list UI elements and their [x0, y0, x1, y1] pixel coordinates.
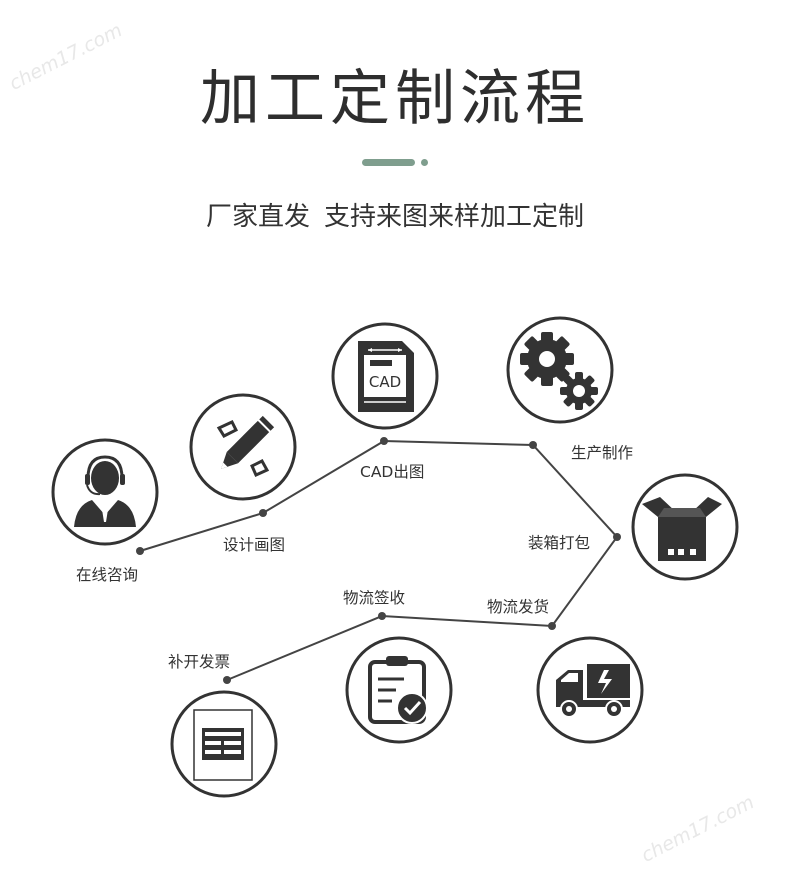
- node-cad: [380, 437, 388, 445]
- gears-icon: [506, 316, 614, 424]
- customer-service-icon: [51, 438, 159, 546]
- node-invoice: [223, 676, 231, 684]
- flow-nodes: [136, 437, 621, 684]
- node-production: [529, 441, 537, 449]
- clipboard-check-icon: [345, 636, 453, 744]
- step-label-invoice: 补开发票: [168, 653, 231, 671]
- step-label-design: 设计画图: [223, 536, 286, 554]
- step-label-consult: 在线咨询: [76, 566, 139, 584]
- step-label-receipt: 物流签收: [343, 589, 406, 607]
- step-label-cad: CAD出图: [360, 463, 425, 481]
- page-title: 加工定制流程: [200, 64, 590, 134]
- box-icon: [631, 473, 739, 581]
- node-consult: [136, 547, 144, 555]
- node-shipping: [548, 622, 556, 630]
- node-packing: [613, 533, 621, 541]
- subtitle-custom: 支持来图来样加工定制: [324, 202, 585, 232]
- node-receipt: [378, 612, 386, 620]
- step-label-packing: 装箱打包: [528, 534, 591, 552]
- invoice-icon: [170, 690, 278, 798]
- flow-connector-line: [139, 439, 619, 681]
- page-subtitle: 厂家直发支持来图来样加工定制: [0, 196, 790, 233]
- subtitle-factory-direct: 厂家直发: [205, 202, 310, 232]
- truck-icon: [536, 636, 644, 744]
- pencil-drawing-icon: [189, 393, 297, 501]
- step-label-production: 生产制作: [571, 444, 634, 462]
- step-label-shipping: 物流发货: [487, 598, 550, 616]
- cad-badge-text: CAD: [369, 373, 401, 391]
- node-design: [259, 509, 267, 517]
- title-divider: [362, 156, 442, 170]
- cad-file-icon: CAD: [331, 322, 439, 430]
